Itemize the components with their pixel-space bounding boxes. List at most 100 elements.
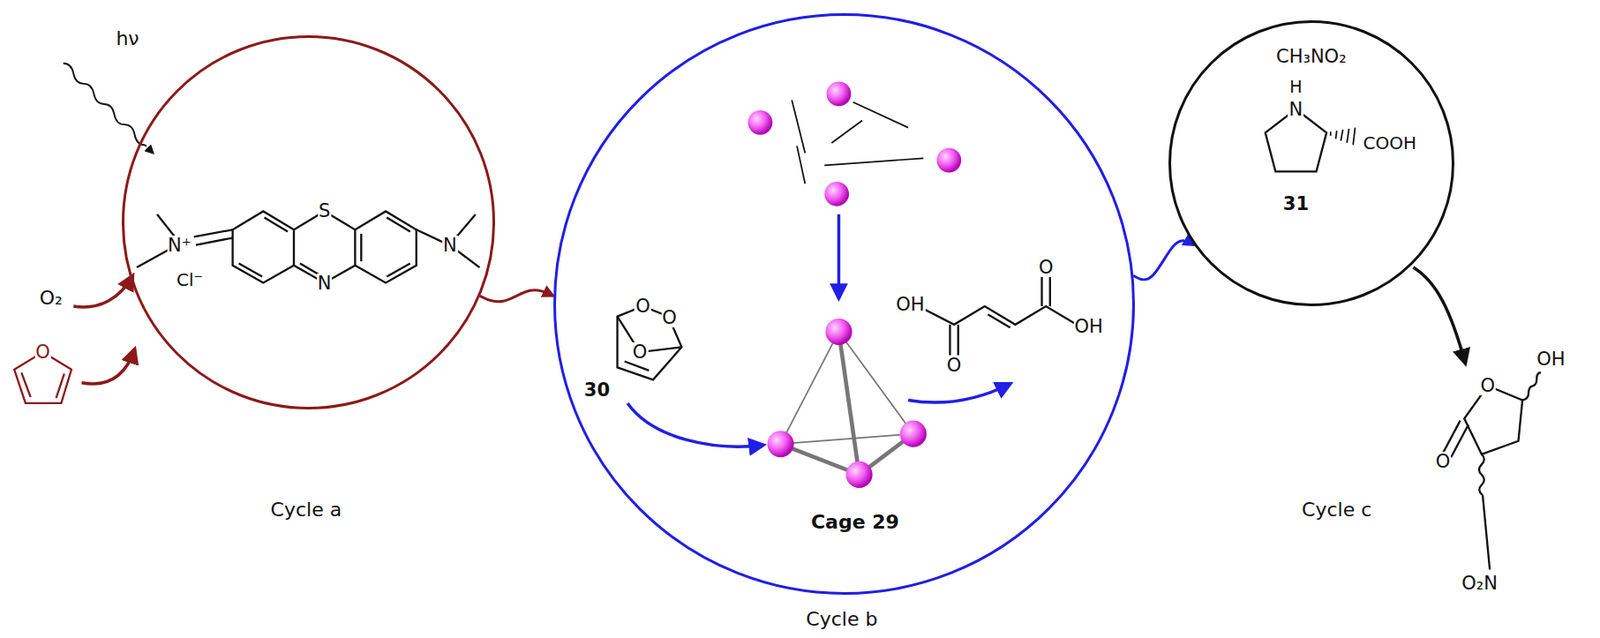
ligand-sticks <box>791 99 805 153</box>
fumaric-acid-structure <box>1040 275 1043 307</box>
reagent-arrow <box>73 275 133 308</box>
cycle-link-arrow <box>1133 240 1195 280</box>
cage-vertex <box>767 318 927 489</box>
lactone-structure <box>1442 420 1461 454</box>
reagent-arrow <box>73 275 135 384</box>
ligand-sticks <box>831 120 863 143</box>
metal-ion <box>936 148 962 173</box>
light-arrow <box>63 63 146 146</box>
atom-label: S <box>317 201 331 221</box>
reagent-arrow <box>82 349 136 384</box>
hashed-wedge <box>1336 130 1338 139</box>
compound-number: 31 <box>1282 194 1310 214</box>
fumaric-acid-structure <box>1049 275 1052 307</box>
lactone-structure <box>1479 454 1485 496</box>
compound-number: 30 <box>583 380 611 400</box>
tetrahedral-cage <box>781 434 914 445</box>
methylene-blue-structure <box>386 262 411 277</box>
fumaric-acid-structure <box>957 324 960 356</box>
fumaric-acid-structure <box>918 306 1077 325</box>
cycle-label: Cycle a <box>270 499 343 521</box>
ligand-sticks <box>824 157 924 166</box>
tetrahedral-cage <box>781 331 840 444</box>
endoperoxide-structure <box>617 306 683 380</box>
methylene-blue-structure <box>455 248 481 268</box>
methylene-blue-structure <box>263 217 288 232</box>
tetrahedral-cage <box>838 331 859 475</box>
atom-label: H <box>1288 78 1303 97</box>
atom-label: O₂N <box>1460 573 1499 594</box>
hashed-wedge <box>1346 128 1349 143</box>
cage-vertex <box>825 318 852 346</box>
lactone-structure <box>1482 495 1490 570</box>
atom-label: OH <box>894 294 925 315</box>
ligand-sticks <box>796 145 805 184</box>
atom-label: N⁺ <box>166 234 193 255</box>
cycle-link-arrow <box>480 290 554 302</box>
lactone-structure <box>1522 372 1541 400</box>
cycle-label: Cycle c <box>1301 499 1372 521</box>
atom-label: O <box>631 342 649 362</box>
atom-label: N <box>442 234 459 255</box>
fumaric-acid-structure <box>918 275 1077 355</box>
hashed-wedge <box>1329 131 1332 136</box>
metal-ion <box>826 82 852 107</box>
methylene-blue-structure <box>386 217 411 232</box>
cage-vertex <box>846 461 873 489</box>
atom-label: O <box>1479 375 1497 396</box>
product-arrow <box>1412 267 1465 364</box>
atom-label: O <box>1434 451 1452 472</box>
hashed-wedge <box>1352 127 1355 146</box>
metal-ion <box>748 110 774 136</box>
methylene-blue-structure <box>239 262 263 277</box>
lactone-structure <box>1442 372 1541 570</box>
assembly-arrow <box>837 214 841 299</box>
atom-label: N <box>1288 99 1305 120</box>
ligand-sticks <box>853 102 909 128</box>
methylene-blue-structure <box>195 238 233 246</box>
light-arrow <box>63 63 154 154</box>
cage-vertex <box>767 430 795 458</box>
atom-label: O <box>946 355 963 376</box>
methylene-blue-structure <box>194 229 233 237</box>
atom-label: COOH <box>1362 133 1419 152</box>
compound-label: Cage 29 <box>810 511 901 533</box>
endoperoxide-structure <box>617 306 683 380</box>
counter-ion: Cl⁻ <box>175 270 204 289</box>
endoperoxide-structure <box>624 361 650 371</box>
reaction-arrow <box>908 383 1011 403</box>
atom-label: N <box>316 273 333 293</box>
atom-label: O <box>1037 257 1055 278</box>
reaction-arrow <box>627 403 764 447</box>
atom-label: O <box>661 307 678 328</box>
methylene-blue-structure <box>232 210 294 283</box>
light-label: hν <box>114 28 140 49</box>
lactone-structure <box>1450 424 1469 458</box>
hashed-wedge <box>1340 129 1343 142</box>
metal-ion <box>748 82 962 207</box>
metal-ion <box>824 181 849 207</box>
cycle-circle: Cycle a <box>121 35 496 409</box>
methylene-blue-structure <box>360 233 362 262</box>
lactone-structure <box>1464 385 1523 455</box>
fumaric-acid-structure <box>987 314 1010 328</box>
fumaric-acid-structure <box>948 324 951 356</box>
atom-label: OH <box>1535 349 1566 369</box>
hashed-wedge <box>1330 127 1356 146</box>
cycle-label: Cycle b <box>805 608 878 631</box>
reaction-arrow <box>627 383 1011 447</box>
methylene-blue-structure <box>354 210 416 283</box>
furan-structure <box>56 373 65 399</box>
methylene-blue-structure <box>293 210 355 283</box>
atom-label: OH <box>1074 316 1105 337</box>
atom-label: O <box>34 342 52 362</box>
light-arrow <box>144 144 153 153</box>
reagent-label: CH₃NO₂ <box>1275 46 1348 67</box>
ligand-sticks <box>791 99 924 184</box>
tetrahedral-cage <box>781 331 914 475</box>
reagent-label: O₂ <box>38 287 64 308</box>
furan-structure <box>21 372 31 398</box>
cage-vertex <box>900 420 927 448</box>
